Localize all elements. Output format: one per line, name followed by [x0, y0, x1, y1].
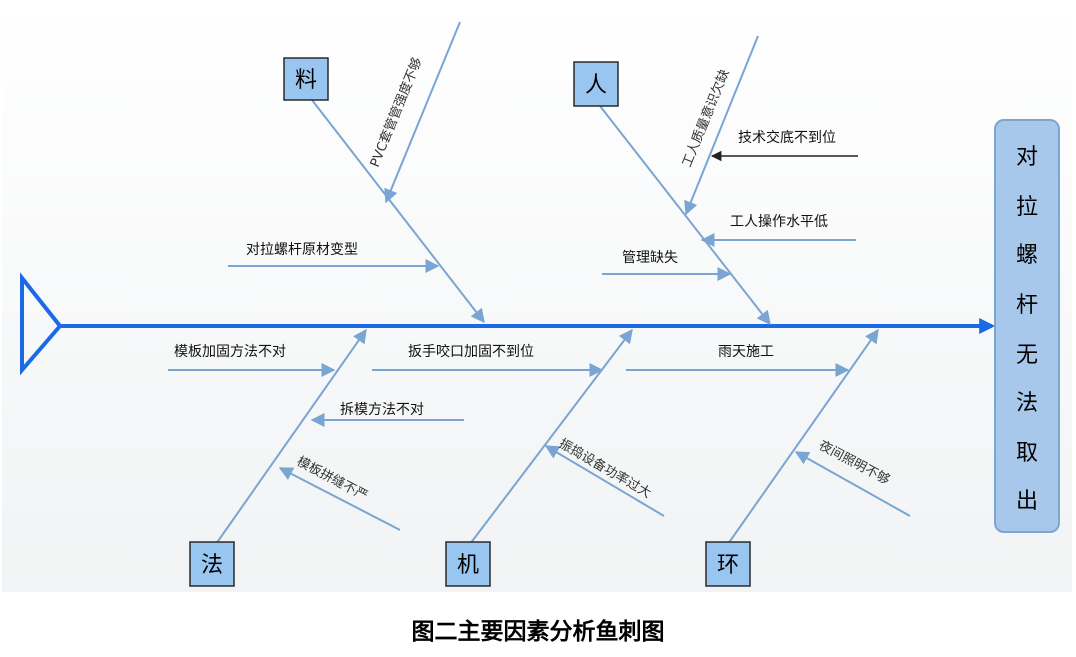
- category-box-environment: 环: [705, 541, 751, 587]
- cause-wrench: 扳手咬口加固不到位: [408, 343, 534, 360]
- fishbone-diagram: 对 拉 螺 杆 无 法 取 出 料: [2, 2, 1072, 592]
- bone-environment: [727, 328, 879, 545]
- effect-char: 取: [1016, 441, 1038, 466]
- sub-seam: [278, 467, 401, 531]
- sub-lighting: [794, 451, 911, 517]
- effect-char: 出: [1016, 489, 1038, 514]
- effect-char: 杆: [1016, 293, 1038, 318]
- sub-pvc: [384, 21, 461, 204]
- sub-awareness: [684, 35, 759, 216]
- cause-reinforce-method: 模板加固方法不对: [174, 344, 286, 360]
- diagram-background: [2, 2, 1072, 592]
- fish-tail: [20, 272, 63, 376]
- effect-char: 无: [1016, 343, 1038, 368]
- effect-char: 拉: [1016, 195, 1038, 220]
- category-box-machine: 机: [445, 541, 491, 587]
- category-label: 人: [585, 73, 607, 98]
- category-label: 机: [457, 553, 479, 578]
- effect-box: [994, 119, 1060, 533]
- bone-material: [311, 99, 485, 324]
- effect-char: 法: [1016, 391, 1038, 416]
- category-box-method: 法: [189, 541, 235, 587]
- effect-text: 对 拉 螺 杆 无 法 取 出: [1016, 145, 1038, 514]
- bone-method: [215, 328, 367, 545]
- effect-char: 螺: [1016, 243, 1038, 268]
- cause-rain: 雨天施工: [718, 344, 774, 360]
- sub-vibrator: [544, 445, 665, 517]
- cause-skill: 工人操作水平低: [730, 214, 828, 230]
- category-label: 环: [717, 553, 739, 578]
- category-box-people: 人: [573, 61, 619, 107]
- category-box-material: 料: [283, 57, 329, 101]
- figure-caption: 图二主要因素分析鱼刺图: [411, 619, 665, 645]
- category-label: 料: [295, 68, 317, 93]
- category-label: 法: [201, 553, 223, 578]
- bone-machine: [469, 328, 633, 545]
- cause-management: 管理缺失: [622, 250, 678, 266]
- cause-rod-deform: 对拉螺杆原材变型: [246, 242, 358, 258]
- cause-remove-method: 拆模方法不对: [340, 402, 424, 418]
- effect-char: 对: [1016, 145, 1038, 170]
- cause-briefing: 技术交底不到位: [738, 129, 836, 146]
